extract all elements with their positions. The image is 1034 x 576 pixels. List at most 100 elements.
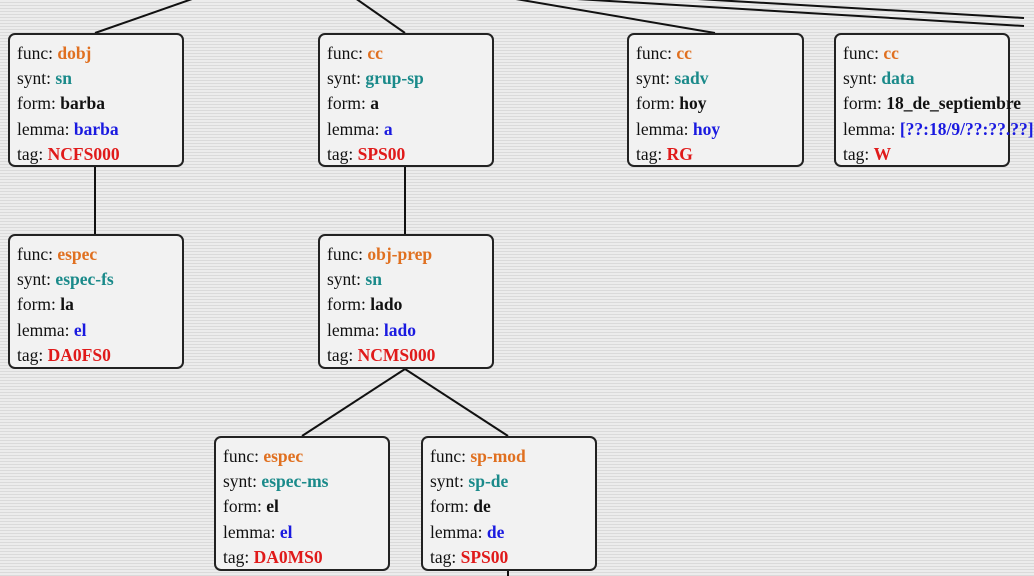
func-label: func:: [327, 43, 363, 63]
lemma-value: barba: [73, 118, 119, 139]
form-row: form: 18_de_septiembre: [843, 91, 1021, 116]
form-value: 18_de_septiembre: [886, 93, 1022, 114]
func-label: func:: [223, 446, 259, 466]
func-label: func:: [636, 43, 672, 63]
form-row: form: el: [223, 494, 388, 519]
func-row: func: cc: [327, 41, 492, 66]
synt-label: synt:: [223, 471, 258, 492]
func-label: func:: [17, 43, 53, 63]
form-value: barba: [60, 93, 105, 114]
tag-row: tag: SPS00: [430, 545, 595, 570]
synt-label: synt:: [17, 269, 52, 290]
func-row: func: espec: [17, 242, 182, 267]
tag-label: tag:: [223, 546, 250, 567]
synt-label: synt:: [843, 68, 878, 89]
tag-label: tag:: [17, 344, 44, 365]
edge-offscreen: [697, 0, 1025, 19]
synt-row: synt: sn: [17, 66, 182, 91]
form-row: form: de: [430, 494, 595, 519]
func-value: espec: [263, 446, 304, 466]
func-value: cc: [676, 43, 692, 63]
func-value: dobj: [57, 43, 92, 63]
func-label: func:: [327, 244, 363, 264]
edge-to-cc-sadv: [515, 0, 716, 34]
lemma-row: lemma: [??:18/9/??:??.??]: [843, 117, 1034, 142]
lemma-label: lemma:: [327, 118, 380, 139]
lemma-label: lemma:: [636, 118, 689, 139]
func-row: func: espec: [223, 444, 388, 469]
lemma-label: lemma:: [17, 118, 70, 139]
tag-value: SPS00: [460, 546, 509, 567]
lemma-value: lado: [383, 319, 416, 340]
edge-obj-prep-espec: [301, 368, 406, 437]
lemma-value: de: [486, 521, 505, 542]
lemma-value: a: [383, 118, 393, 139]
form-value: lado: [370, 294, 403, 315]
lemma-value: el: [279, 521, 293, 542]
form-row: form: hoy: [636, 91, 802, 116]
synt-value: espec-ms: [261, 471, 329, 492]
synt-row: synt: espec-ms: [223, 469, 388, 494]
lemma-label: lemma:: [430, 521, 483, 542]
form-label: form:: [17, 93, 56, 114]
tag-row: tag: SPS00: [327, 142, 492, 167]
synt-row: synt: espec-fs: [17, 267, 182, 292]
func-value: sp-mod: [470, 446, 526, 466]
tag-row: tag: DA0FS0: [17, 343, 182, 368]
func-row: func: sp-mod: [430, 444, 595, 469]
form-value: la: [60, 294, 74, 315]
synt-label: synt:: [327, 269, 362, 290]
synt-value: data: [881, 68, 915, 89]
func-value: obj-prep: [367, 244, 433, 264]
synt-value: sn: [55, 68, 72, 89]
lemma-label: lemma:: [327, 319, 380, 340]
edge-to-dobj: [94, 0, 193, 34]
form-label: form:: [430, 496, 469, 517]
func-row: func: obj-prep: [327, 242, 492, 267]
tag-label: tag:: [636, 143, 663, 164]
lemma-row: lemma: lado: [327, 318, 492, 343]
form-value: a: [370, 93, 380, 114]
form-label: form:: [223, 496, 262, 517]
form-value: de: [473, 496, 491, 517]
tag-label: tag:: [17, 143, 44, 164]
synt-label: synt:: [430, 471, 465, 492]
synt-row: synt: sn: [327, 267, 492, 292]
synt-value: grup-sp: [365, 68, 424, 89]
tag-label: tag:: [430, 546, 457, 567]
lemma-row: lemma: hoy: [636, 117, 802, 142]
func-label: func:: [17, 244, 53, 264]
tag-label: tag:: [327, 143, 354, 164]
func-label: func:: [430, 446, 466, 466]
tag-row: tag: W: [843, 142, 1008, 167]
tag-value: NCFS000: [47, 143, 120, 164]
tag-value: DA0MS0: [253, 546, 323, 567]
form-label: form:: [327, 93, 366, 114]
lemma-row: lemma: a: [327, 117, 492, 142]
form-value: hoy: [679, 93, 707, 114]
lemma-value: hoy: [692, 118, 721, 139]
edge-to-cc-grup-sp: [356, 0, 406, 34]
func-row: func: dobj: [17, 41, 182, 66]
edge-to-cc-data: [576, 0, 1025, 27]
synt-label: synt:: [17, 68, 52, 89]
tag-value: W: [873, 143, 892, 164]
synt-value: sp-de: [468, 471, 509, 492]
tag-value: DA0FS0: [47, 344, 111, 365]
tag-row: tag: DA0MS0: [223, 545, 388, 570]
synt-value: espec-fs: [55, 269, 114, 290]
lemma-value: [??:18/9/??:??.??]: [899, 118, 1034, 139]
synt-label: synt:: [327, 68, 362, 89]
synt-row: synt: grup-sp: [327, 66, 492, 91]
lemma-label: lemma:: [17, 319, 70, 340]
tag-value: SPS00: [357, 143, 406, 164]
lemma-label: lemma:: [843, 118, 896, 139]
form-value: el: [266, 496, 279, 517]
form-label: form:: [843, 93, 882, 114]
